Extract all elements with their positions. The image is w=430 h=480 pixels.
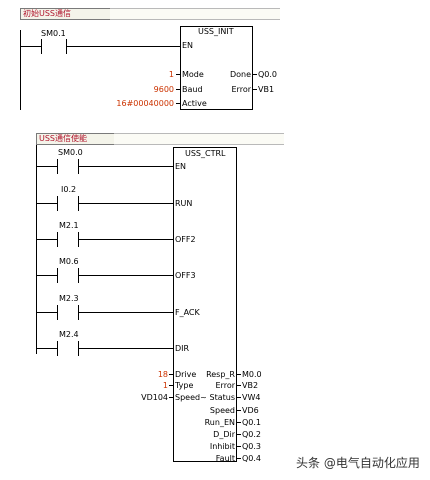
pin-error: Error: [231, 85, 252, 94]
network-2-title[interactable]: USS通信使能: [36, 133, 116, 145]
contact-label[interactable]: M2.3: [59, 294, 79, 303]
pin-status: Status: [209, 393, 236, 402]
pin-en: EN: [175, 162, 187, 171]
contact-label[interactable]: SM0.0: [58, 148, 83, 157]
uss-ctrl-title: USS_CTRL: [185, 149, 226, 158]
contact-label[interactable]: M0.6: [59, 257, 79, 266]
contact-label[interactable]: I0.2: [61, 185, 77, 194]
rung-off3: [36, 268, 173, 283]
pin-fault: Fault: [215, 454, 235, 463]
value-status[interactable]: VW4: [242, 393, 261, 402]
network-2-title-fill: [114, 133, 284, 145]
value-done[interactable]: Q0.0: [258, 70, 278, 79]
pin-off2: OFF2: [175, 235, 196, 244]
pin-speed: Speed: [209, 406, 235, 415]
value-resp-r[interactable]: M0.0: [242, 370, 262, 379]
value-speed[interactable]: VD6: [242, 406, 259, 415]
pin-drive: Drive: [175, 370, 197, 379]
pin-speed-sp: Speed~: [175, 393, 207, 402]
rung-f-ack: [36, 305, 173, 320]
contact-label[interactable]: SM0.1: [41, 29, 66, 38]
pin-error: Error: [215, 381, 236, 390]
pin-off3: OFF3: [175, 271, 196, 280]
uss-ctrl-box: [173, 147, 237, 462]
pin-done: Done: [229, 70, 251, 79]
pin-baud: Baud: [182, 85, 203, 94]
value-fault[interactable]: Q0.4: [242, 454, 262, 463]
pin-f-ack: F_ACK: [175, 308, 200, 317]
pin-resp-r: Resp_R: [206, 370, 235, 379]
value-run-en[interactable]: Q0.1: [242, 418, 262, 427]
network-1-title[interactable]: 初始USS通信: [20, 8, 112, 20]
value-mode[interactable]: 1: [168, 70, 174, 79]
value-inhibit[interactable]: Q0.3: [242, 442, 262, 451]
value-error[interactable]: VB2: [242, 381, 259, 390]
contact-label[interactable]: M2.1: [59, 221, 79, 230]
uss-init-box: [180, 26, 253, 110]
pin-active: Active: [182, 99, 207, 108]
value-speed-sp[interactable]: VD104: [141, 393, 168, 402]
pin-dir: DIR: [175, 344, 190, 353]
pin-inhibit: Inhibit: [209, 442, 235, 451]
value-active[interactable]: 16#00040000: [116, 99, 174, 108]
pin-mode: Mode: [182, 70, 204, 79]
rung-en: [36, 159, 173, 174]
pin-run-en: Run_EN: [204, 418, 235, 427]
network-1-title-fill: [110, 8, 280, 20]
rung-off2: [36, 232, 173, 247]
contact-label[interactable]: M2.4: [59, 330, 79, 339]
watermark: 头条 @电气自动化应用: [296, 456, 420, 470]
value-baud[interactable]: 9600: [153, 85, 174, 94]
pin-en: EN: [182, 41, 194, 50]
pin-d-dir: D_Dir: [213, 430, 235, 439]
pin-run: RUN: [175, 199, 193, 208]
value-d-dir[interactable]: Q0.2: [242, 430, 262, 439]
pin-type: Type: [175, 381, 194, 390]
rung-dir: [36, 341, 173, 356]
value-drive[interactable]: 18: [157, 370, 168, 379]
value-type[interactable]: 1: [162, 381, 168, 390]
rung-run: [36, 196, 173, 211]
uss-init-title: USS_INIT: [198, 27, 234, 36]
value-error[interactable]: VB1: [258, 85, 275, 94]
